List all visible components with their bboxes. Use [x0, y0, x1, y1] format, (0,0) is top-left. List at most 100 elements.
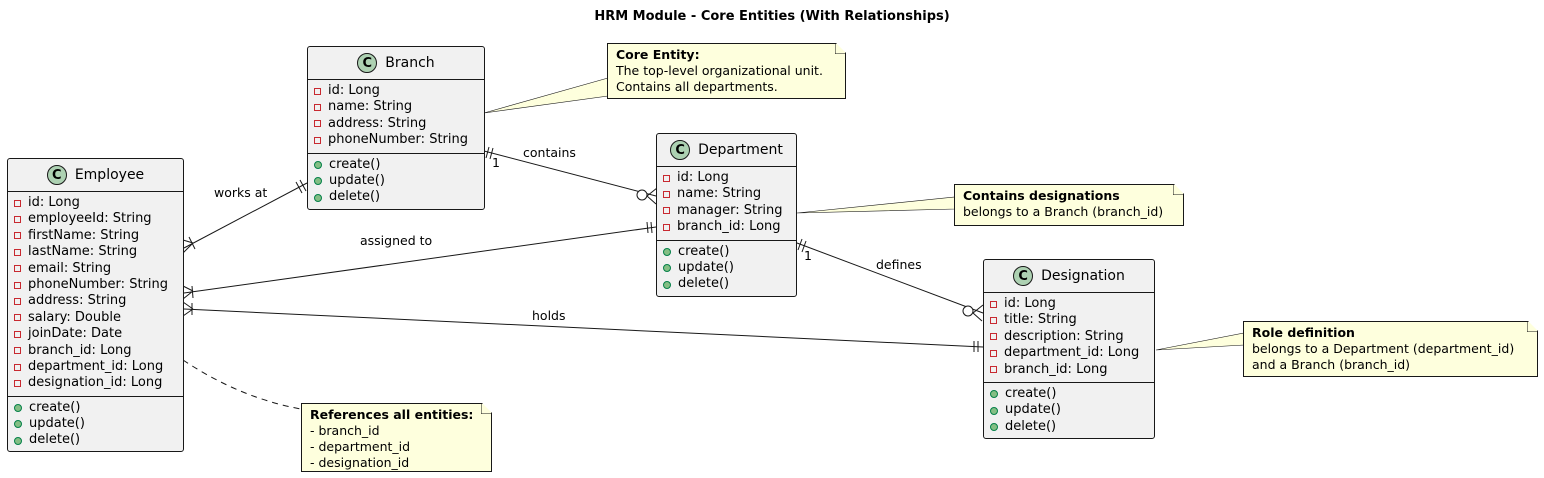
note-line: belongs to a Department (department_id) — [1252, 341, 1515, 356]
public-visibility-icon — [14, 436, 22, 445]
mult-defines-one: 1 — [804, 248, 812, 263]
method-row: create() — [14, 400, 183, 416]
note-employee: References all entities: - branch_id - d… — [301, 403, 492, 472]
private-visibility-icon — [14, 281, 21, 289]
note-line: belongs to a Branch (branch_id) — [963, 204, 1164, 219]
public-visibility-icon — [990, 406, 998, 415]
label-contains: contains — [523, 145, 576, 160]
note-line: and a Branch (branch_id) — [1252, 357, 1411, 372]
field-row: employeeId: String — [14, 211, 183, 227]
class-branch[interactable]: C Branch id: Long name: String address: … — [307, 46, 485, 210]
field-text: branch_id: Long — [1004, 361, 1108, 377]
field-row: manager: String — [663, 203, 796, 219]
note-heading: Role definition — [1252, 325, 1355, 340]
field-row: designation_id: Long — [14, 375, 183, 391]
label-holds: holds — [532, 308, 566, 323]
field-row: branch_id: Long — [14, 343, 183, 359]
private-visibility-icon — [990, 349, 997, 357]
mult-contains-one: 1 — [492, 155, 500, 170]
private-visibility-icon — [14, 363, 21, 371]
public-visibility-icon — [314, 160, 322, 169]
public-visibility-icon — [314, 177, 322, 186]
field-text: employeeId: String — [28, 211, 152, 227]
field-text: id: Long — [28, 195, 80, 210]
method-row: delete() — [663, 276, 796, 292]
method-row: update() — [990, 402, 1154, 418]
methods-section: create() update() delete() — [308, 152, 484, 210]
method-row: create() — [990, 386, 1154, 402]
field-text: phoneNumber: String — [28, 276, 168, 292]
field-text: branch_id: Long — [28, 342, 132, 358]
method-text: delete() — [678, 276, 730, 292]
note-line: Contains all departments. — [616, 79, 778, 94]
note-heading: Contains designations — [963, 188, 1120, 203]
note-line: The top-level organizational unit. — [616, 63, 823, 78]
private-visibility-icon — [990, 333, 997, 341]
edge-contains — [483, 146, 658, 205]
note-branch: Core Entity: The top-level organizationa… — [607, 43, 846, 99]
field-text: joinDate: Date — [28, 326, 123, 342]
class-header: C Employee — [8, 159, 183, 192]
method-text: create() — [29, 399, 81, 415]
method-row: delete() — [314, 189, 484, 205]
field-text: branch_id: Long — [677, 219, 781, 235]
field-text: description: String — [1004, 328, 1124, 344]
class-name: Designation — [1041, 268, 1125, 284]
method-text: create() — [1005, 385, 1057, 401]
field-row: id: Long — [314, 83, 484, 99]
field-row: salary: Double — [14, 310, 183, 326]
methods-section: create() update() delete() — [8, 395, 183, 453]
private-visibility-icon — [990, 317, 997, 325]
note-heading: Core Entity: — [616, 47, 700, 62]
field-text: id: Long — [677, 170, 729, 185]
class-designation[interactable]: C Designation id: Long title: String des… — [983, 259, 1155, 439]
field-row: address: String — [314, 116, 484, 132]
note-heading: References all entities: — [310, 407, 474, 422]
edge-works-at — [182, 179, 308, 254]
private-visibility-icon — [14, 232, 21, 240]
employee-note-connector — [182, 359, 302, 410]
public-visibility-icon — [663, 280, 671, 289]
method-text: create() — [329, 156, 381, 172]
methods-section: create() update() delete() — [657, 239, 796, 297]
field-text: address: String — [328, 115, 427, 131]
public-visibility-icon — [663, 264, 671, 273]
field-text: email: String — [28, 260, 112, 276]
public-visibility-icon — [14, 403, 22, 412]
private-visibility-icon — [990, 366, 997, 374]
method-row: update() — [14, 416, 183, 432]
private-visibility-icon — [14, 248, 21, 256]
private-visibility-icon — [314, 104, 321, 112]
class-name: Department — [698, 142, 783, 158]
method-row: create() — [663, 244, 796, 260]
label-assigned-to: assigned to — [360, 233, 433, 248]
fields-section: id: Long name: String address: String ph… — [308, 80, 484, 153]
field-text: phoneNumber: String — [328, 132, 468, 148]
field-text: lastName: String — [28, 244, 138, 260]
class-header: C Designation — [984, 260, 1154, 293]
method-text: delete() — [29, 432, 81, 448]
note-line: - department_id — [310, 439, 411, 454]
method-row: delete() — [14, 432, 183, 448]
field-text: title: String — [1004, 312, 1077, 328]
private-visibility-icon — [14, 379, 21, 387]
private-visibility-icon — [14, 298, 21, 306]
class-name: Employee — [74, 167, 145, 183]
edge-assigned-to — [182, 221, 657, 300]
method-text: delete() — [1005, 418, 1057, 434]
class-employee[interactable]: C Employee id: Long employeeId: String f… — [7, 158, 184, 452]
private-visibility-icon — [663, 223, 670, 231]
note-department: Contains designations belongs to a Branc… — [954, 184, 1184, 226]
method-row: create() — [314, 157, 484, 173]
field-row: address: String — [14, 293, 183, 309]
public-visibility-icon — [663, 247, 671, 256]
class-department[interactable]: C Department id: Long name: String manag… — [656, 133, 797, 297]
method-text: create() — [678, 243, 730, 259]
field-row: id: Long — [663, 170, 796, 186]
private-visibility-icon — [314, 120, 321, 128]
private-visibility-icon — [990, 300, 997, 308]
field-row: department_id: Long — [14, 359, 183, 375]
private-visibility-icon — [14, 347, 21, 355]
field-text: manager: String — [677, 202, 783, 218]
